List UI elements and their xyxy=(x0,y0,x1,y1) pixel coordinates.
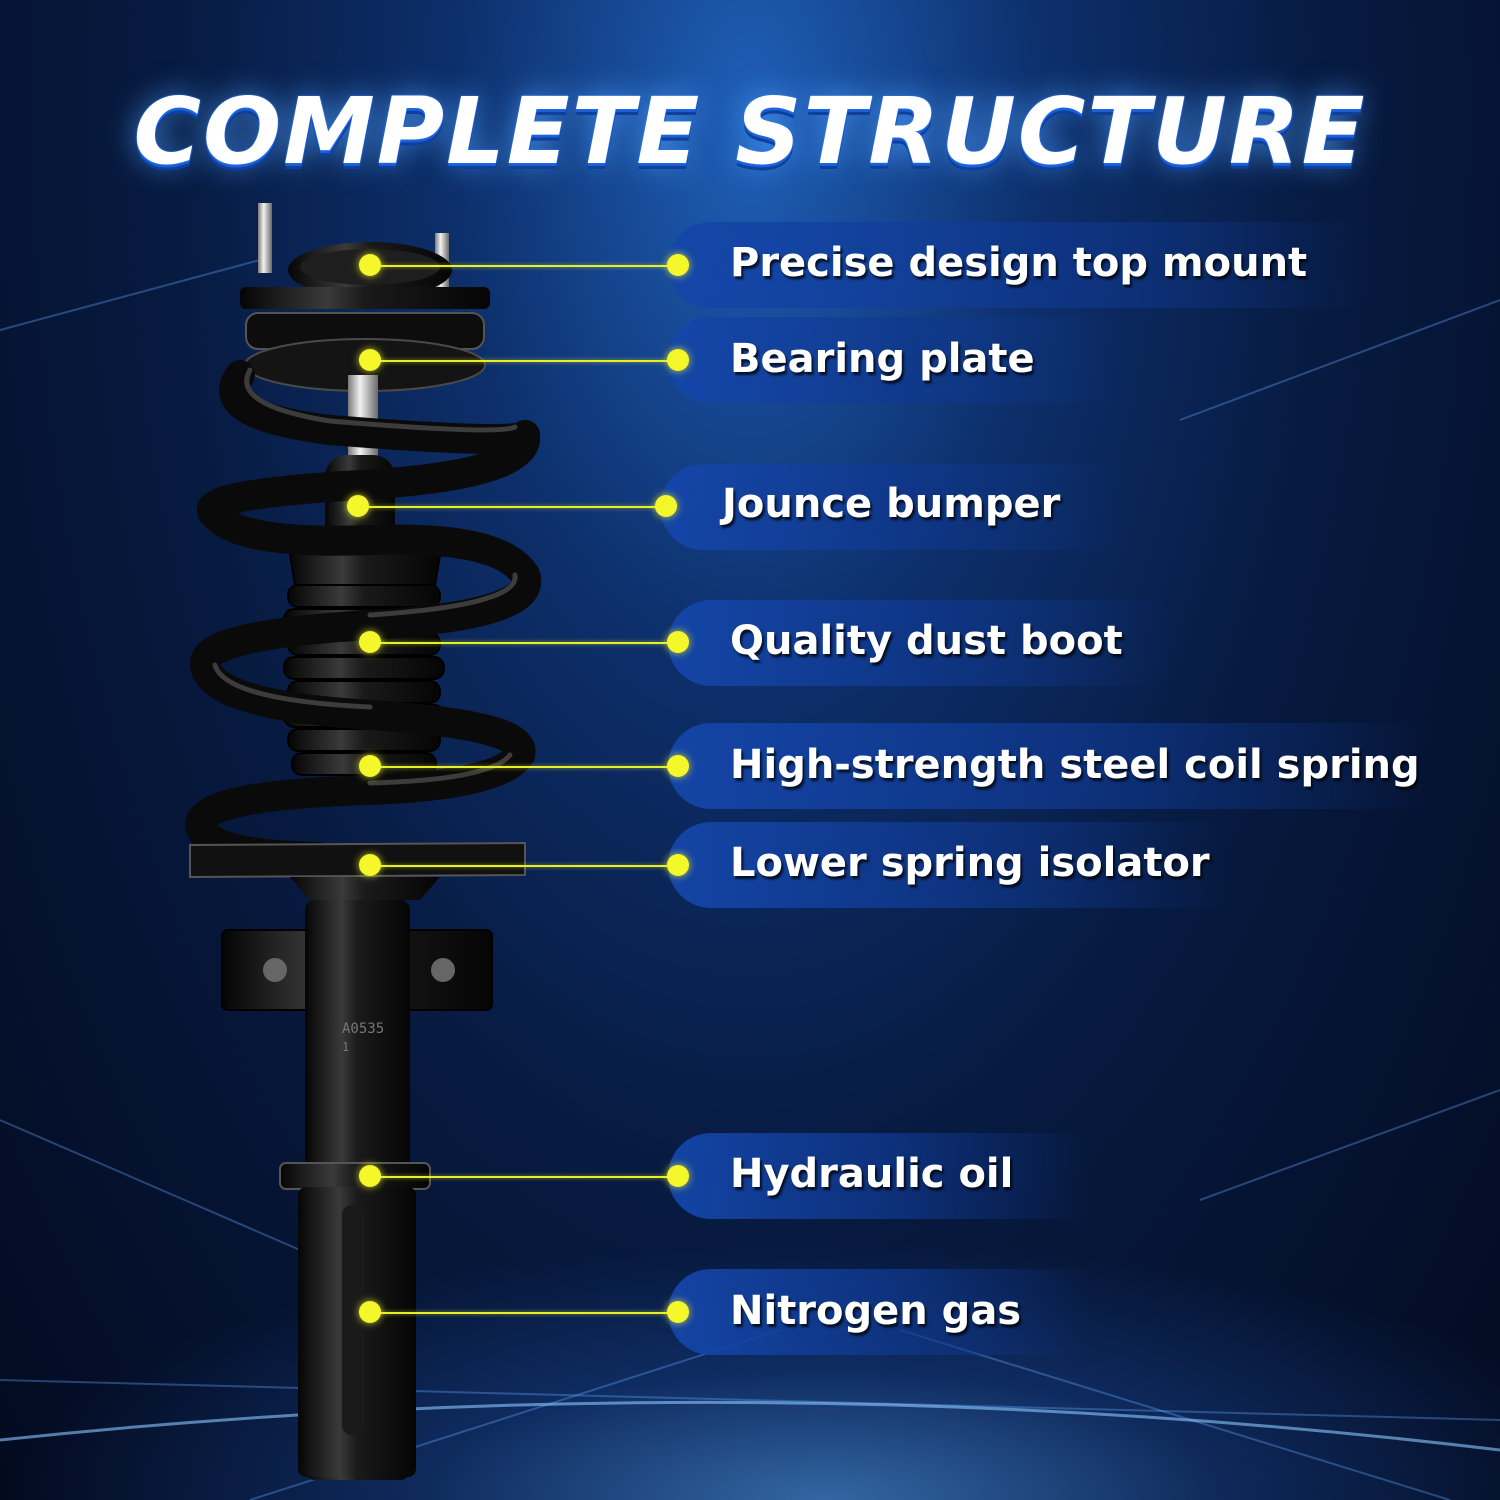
callout-line xyxy=(370,1176,678,1178)
label-marker-dot xyxy=(667,349,689,371)
label-coil-spring: High-strength steel coil spring xyxy=(730,742,1420,788)
label-pill xyxy=(660,464,1120,550)
callout-line xyxy=(370,1312,678,1314)
label-marker-dot xyxy=(667,755,689,777)
label-top-mount: Precise design top mount xyxy=(730,240,1308,286)
part-marker-dot xyxy=(359,349,381,371)
label-dust-boot: Quality dust boot xyxy=(730,618,1123,664)
label-marker-dot xyxy=(667,631,689,653)
strut-assembly-illustration: A0535 1 xyxy=(185,203,542,1480)
label-marker-dot xyxy=(655,495,677,517)
label-jounce-bumper: Jounce bumper xyxy=(722,481,1061,527)
callout-line xyxy=(370,642,678,644)
callout-line xyxy=(370,265,678,267)
label-marker-dot xyxy=(667,254,689,276)
part-marker-dot xyxy=(359,1165,381,1187)
part-marker-dot xyxy=(359,854,381,876)
strut-marking-sub: 1 xyxy=(342,1040,349,1054)
label-lower-spring-isolator: Lower spring isolator xyxy=(730,840,1210,886)
strut-marking: A0535 xyxy=(342,1021,384,1037)
label-marker-dot xyxy=(667,1165,689,1187)
part-marker-dot xyxy=(359,631,381,653)
part-marker-dot xyxy=(359,1301,381,1323)
label-pill xyxy=(668,723,1428,809)
label-pill xyxy=(668,822,1228,908)
callout-line xyxy=(370,865,678,867)
label-pill xyxy=(668,222,1368,308)
callout-line xyxy=(358,506,666,508)
part-marker-dot xyxy=(359,254,381,276)
label-bearing-plate: Bearing plate xyxy=(730,336,1035,382)
callout-line xyxy=(370,766,678,768)
label-pill xyxy=(668,317,1118,403)
label-hydraulic-oil: Hydraulic oil xyxy=(730,1151,1014,1197)
label-marker-dot xyxy=(667,854,689,876)
label-pill xyxy=(668,1269,1088,1355)
label-pill xyxy=(668,600,1168,686)
label-marker-dot xyxy=(667,1301,689,1323)
label-pill xyxy=(668,1133,1088,1219)
part-marker-dot xyxy=(359,755,381,777)
part-marker-dot xyxy=(347,495,369,517)
callout-line xyxy=(370,360,678,362)
label-nitrogen-gas: Nitrogen gas xyxy=(730,1288,1022,1334)
page-title: COMPLETE STRUCTURE xyxy=(133,78,1367,185)
